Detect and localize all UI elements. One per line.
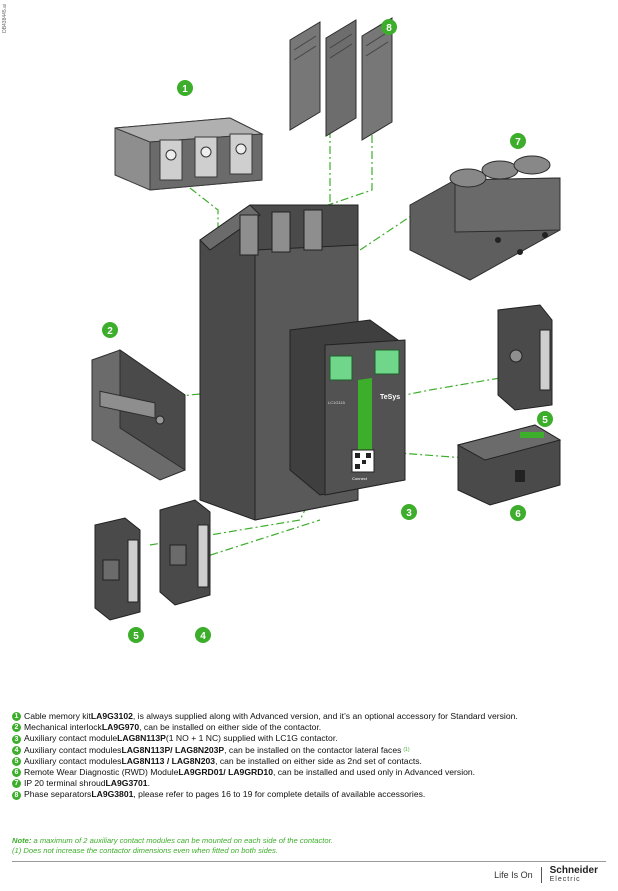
contactor-body: TeSys LC1G115 Connect — [199, 204, 406, 521]
legend-reference: LA9G3801 — [91, 789, 134, 800]
brand-name: Schneider — [549, 865, 598, 876]
exploded-accessory-diagram: TeSys LC1G115 Connect 1 8 7 2 5 — [91, 17, 562, 643]
legend-text: IP 20 terminal shroud — [24, 778, 106, 789]
svg-text:5: 5 — [542, 415, 548, 426]
callout-5-left: 5 — [128, 627, 144, 643]
qr-label: Connect — [352, 476, 368, 481]
svg-text:5: 5 — [133, 631, 139, 642]
brand-sub: Electric — [549, 876, 581, 883]
footnote-marker: (1) — [403, 746, 410, 753]
legend-text: Cable memory kit — [24, 711, 91, 721]
tesys-brand-label: TeSys — [380, 394, 400, 401]
svg-text:3: 3 — [406, 508, 412, 519]
mechanical-interlock — [91, 349, 186, 481]
legend-text-suffix: , can be installed on the contactor late… — [224, 744, 402, 755]
callout-4: 4 — [195, 627, 211, 643]
legend-text: Auxiliary contact modules — [24, 755, 122, 766]
svg-text:8: 8 — [386, 23, 392, 34]
legend-text-suffix: , please refer to pages 16 to 19 for com… — [133, 789, 426, 800]
cable-memory-kit — [114, 117, 264, 191]
legend-number-badge: 5 — [12, 756, 21, 766]
svg-text:7: 7 — [515, 137, 521, 148]
legend-reference: LA9GRD01/ LA9GRD10 — [178, 767, 273, 778]
callout-8: 8 — [381, 19, 397, 35]
ip20-terminal-shroud — [409, 155, 561, 281]
legend-reference: LAG8N113P — [117, 733, 166, 744]
notes: Note: a maximum of 2 auxiliary contact m… — [12, 836, 333, 856]
footnote: (1) Does not increase the contactor dime… — [12, 846, 278, 855]
model-label: LC1G115 — [328, 400, 346, 405]
legend-number-badge: 4 — [12, 745, 21, 755]
legend-text-suffix: , can be installed on either side as 2nd… — [215, 755, 422, 766]
svg-text:6: 6 — [515, 509, 521, 520]
footer-separator — [540, 867, 542, 883]
note-text: a maximum of 2 auxiliary contact modules… — [31, 836, 333, 845]
brand-logo: Schneider Electric — [550, 866, 598, 884]
legend-text-suffix: , can be installed and used only in Adva… — [272, 767, 476, 778]
legend-text-suffix: . — [147, 778, 150, 789]
legend-text-suffix: , can be installed on either side of the… — [139, 722, 322, 733]
legend-reference: LA9G970 — [101, 722, 140, 733]
legend-text: Auxiliary contact module — [24, 733, 118, 744]
svg-text:4: 4 — [200, 631, 206, 642]
legend-text-suffix: (1 NO + 1 NC) supplied with LC1G contact… — [165, 733, 338, 744]
legend-number-badge: 6 — [12, 768, 21, 778]
callout-5-right: 5 — [537, 411, 553, 427]
svg-text:1: 1 — [182, 84, 188, 95]
legend-reference: LA9G3701 — [105, 778, 148, 789]
legend-text: Auxiliary contact modules — [24, 744, 122, 755]
legend-number-badge: 7 — [12, 779, 21, 789]
aux-contact-module-left — [94, 517, 141, 621]
callout-3: 3 — [401, 504, 417, 520]
legend-reference: LAG8N113 / LAG8N203 — [121, 755, 216, 766]
callout-1: 1 — [177, 80, 193, 96]
tagline: Life Is On — [494, 870, 533, 880]
callout-2: 2 — [102, 322, 118, 338]
svg-text:2: 2 — [107, 326, 113, 337]
legend-text: Remote Wear Diagnostic (RWD) Module — [24, 767, 179, 778]
footer-divider — [12, 861, 606, 862]
callout-6: 6 — [510, 505, 526, 521]
aux-contact-module-lateral — [159, 499, 211, 606]
legend-number-badge: 3 — [12, 734, 21, 744]
rwd-module — [456, 424, 562, 506]
note-line: Note: a maximum of 2 auxiliary contact m… — [12, 836, 333, 846]
note-label: Note: — [12, 836, 32, 845]
legend-number-badge: 2 — [12, 723, 21, 733]
legend-reference: LAG8N113P/ LAG8N203P — [121, 744, 225, 755]
legend-number-badge: 8 — [12, 790, 21, 800]
legend-text: Mechanical interlock — [24, 722, 102, 733]
legend-text: Phase separators — [24, 789, 92, 800]
legend-number-badge: 1 — [12, 712, 21, 722]
callout-7: 7 — [510, 133, 526, 149]
aux-contact-module-right — [497, 304, 553, 411]
legend-text-suffix: , is always supplied along with Advanced… — [132, 711, 518, 721]
footer: Life Is On Schneider Electric — [494, 866, 598, 884]
phase-separators — [289, 17, 393, 141]
legend-reference: LA9G3102 — [90, 711, 133, 721]
